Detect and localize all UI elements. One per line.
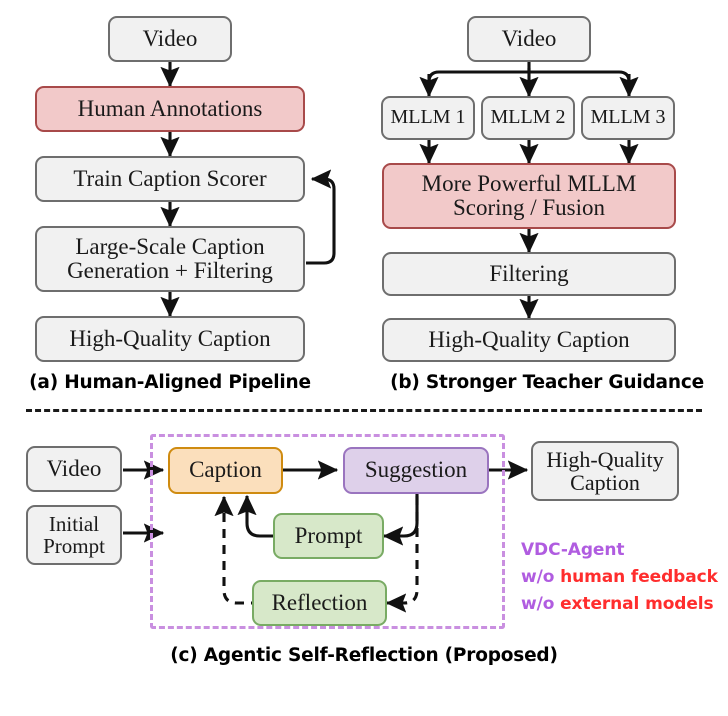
node-c-caption[interactable]: Caption — [168, 447, 283, 494]
node-c-video-label: Video — [46, 455, 102, 481]
legend-no-external-models: w/o external models — [521, 594, 714, 614]
node-c-reflection-label: Reflection — [271, 589, 368, 615]
node-a-train-caption-scorer[interactable]: Train Caption Scorer — [35, 156, 305, 202]
legend-human-feedback-text: human feedback — [560, 567, 718, 587]
node-c-high-quality-caption[interactable]: High-Quality Caption — [531, 441, 679, 501]
panel-divider — [26, 409, 702, 412]
node-a-high-quality-caption[interactable]: High-Quality Caption — [35, 316, 305, 362]
edge-a-feedback-loop — [306, 169, 336, 265]
panel-b-caption: (b) Stronger Teacher Guidance — [390, 372, 704, 393]
node-b-mllm-2[interactable]: MLLM 2 — [481, 96, 575, 140]
node-b-filtering-label: Filtering — [489, 260, 569, 286]
node-a-train-caption-scorer-label: Train Caption Scorer — [73, 165, 267, 191]
legend-wo-prefix-1: w/o — [521, 567, 561, 587]
node-b-video[interactable]: Video — [467, 16, 591, 62]
panel-a-caption: (a) Human-Aligned Pipeline — [29, 372, 311, 393]
legend-vdc-agent: VDC-Agent — [521, 540, 624, 560]
node-c-suggestion-label: Suggestion — [364, 457, 468, 483]
node-c-suggestion[interactable]: Suggestion — [343, 447, 489, 494]
node-a-video[interactable]: Video — [108, 16, 232, 62]
legend-wo-prefix-2: w/o — [521, 594, 561, 614]
node-c-prompt[interactable]: Prompt — [273, 513, 384, 559]
legend-vdc-agent-text: VDC-Agent — [521, 540, 625, 560]
node-c-prompt-label: Prompt — [294, 522, 363, 548]
vdc-agent-frame — [150, 434, 505, 629]
node-a-human-annotations[interactable]: Human Annotations — [35, 86, 305, 132]
node-c-initial-prompt[interactable]: Initial Prompt — [26, 505, 122, 565]
node-a-video-label: Video — [142, 25, 198, 51]
edge-b-bus — [427, 62, 631, 83]
node-a-large-scale-caption-label: Large-Scale Caption Generation + Filteri… — [67, 233, 273, 283]
node-b-mllm-3-label: MLLM 3 — [590, 106, 666, 129]
node-c-high-quality-caption-label: High-Quality Caption — [546, 446, 664, 495]
node-b-filtering[interactable]: Filtering — [382, 252, 676, 296]
panel-c-caption: (c) Agentic Self-Reflection (Proposed) — [170, 645, 558, 666]
legend-no-human-feedback: w/o human feedback — [521, 567, 718, 587]
node-b-more-powerful-mllm-label: More Powerful MLLM Scoring / Fusion — [421, 170, 637, 220]
node-b-mllm-2-label: MLLM 2 — [490, 106, 566, 129]
node-b-mllm-1[interactable]: MLLM 1 — [381, 96, 475, 140]
node-b-high-quality-caption-label: High-Quality Caption — [428, 326, 630, 352]
node-c-initial-prompt-label: Initial Prompt — [43, 511, 105, 558]
node-a-high-quality-caption-label: High-Quality Caption — [69, 325, 271, 351]
node-c-caption-label: Caption — [189, 457, 262, 483]
node-a-human-annotations-label: Human Annotations — [77, 95, 263, 121]
node-b-mllm-1-label: MLLM 1 — [390, 106, 466, 129]
node-a-large-scale-caption[interactable]: Large-Scale Caption Generation + Filteri… — [35, 226, 305, 292]
node-b-high-quality-caption[interactable]: High-Quality Caption — [382, 318, 676, 362]
node-b-video-label: Video — [501, 25, 557, 51]
legend-external-models-text: external models — [560, 594, 714, 614]
node-b-mllm-3[interactable]: MLLM 3 — [581, 96, 675, 140]
node-c-video[interactable]: Video — [26, 446, 122, 492]
node-b-more-powerful-mllm[interactable]: More Powerful MLLM Scoring / Fusion — [382, 163, 676, 229]
node-c-reflection[interactable]: Reflection — [252, 580, 387, 626]
